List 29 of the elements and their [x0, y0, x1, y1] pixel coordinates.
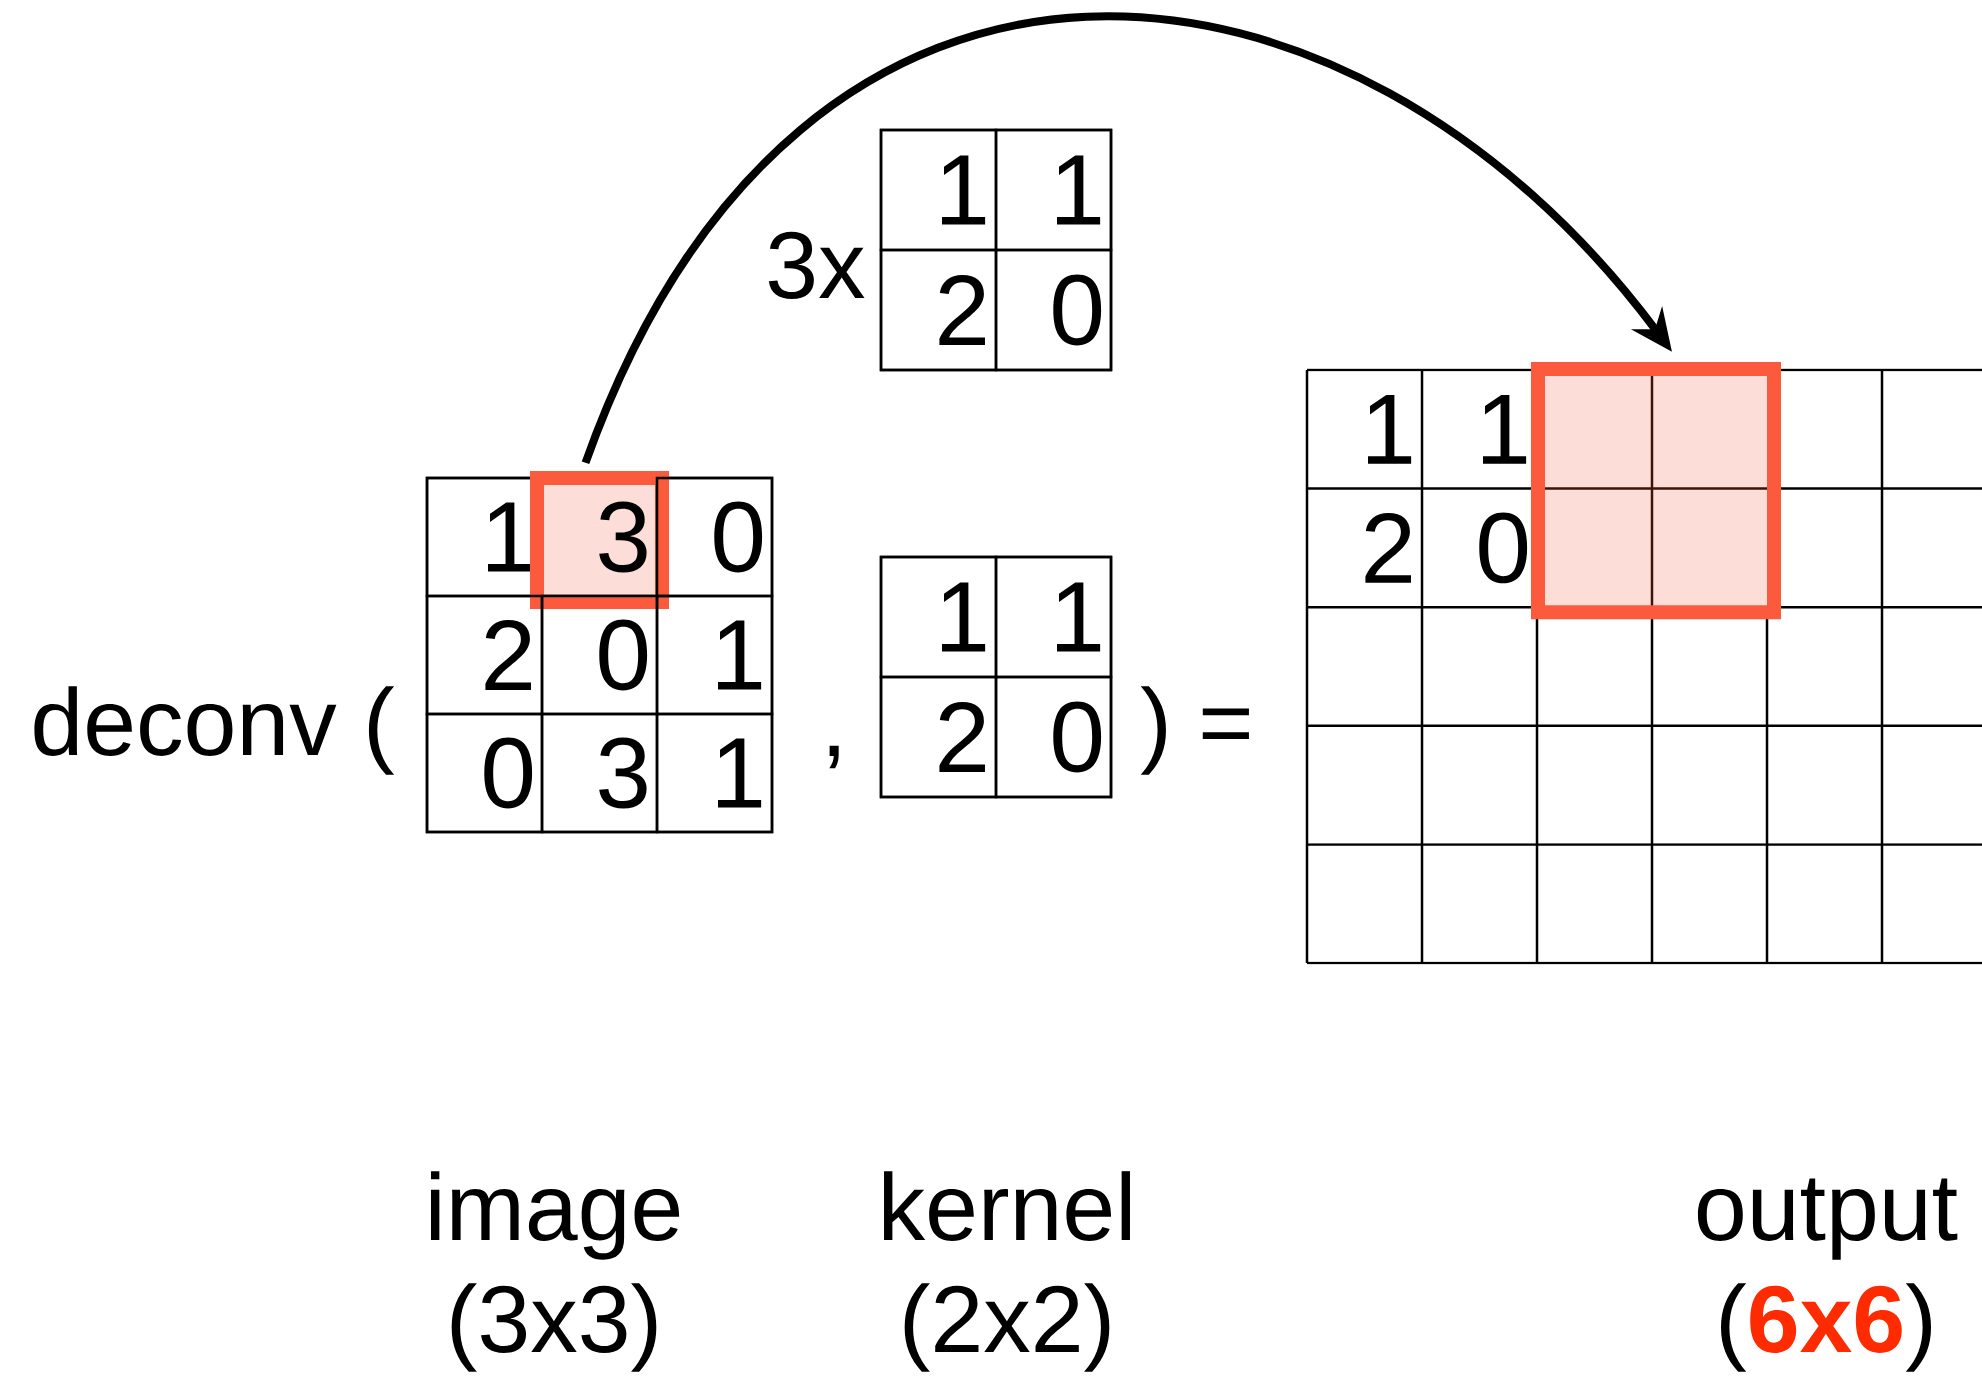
matrix-cell: 1	[994, 555, 1113, 679]
matrix-cell: 1	[655, 712, 774, 834]
operator-text: deconv (	[34, 686, 395, 775]
matrix-cell: 1	[879, 128, 998, 252]
matrix-cell: 2	[425, 594, 544, 716]
comma: ,	[829, 745, 839, 769]
operator-text: ) =	[1140, 686, 1249, 775]
matrix-cell: 3	[540, 712, 659, 834]
matrix-cell: 2	[879, 248, 998, 372]
matrix-cell: 1	[1483, 394, 1527, 464]
matrix-cell: 0	[425, 712, 544, 834]
matrix-cell: 1	[879, 555, 998, 679]
matrix-cell: 0	[994, 248, 1113, 372]
matrix-cell: 0	[1479, 512, 1528, 584]
matrix-cell: 0	[655, 476, 774, 598]
matrix-cell: 2	[879, 675, 998, 799]
multiplier-label: 3x	[768, 231, 865, 299]
highlighted-cell: 3	[530, 471, 669, 609]
matrix-caption: kernel (2x2)	[884, 1171, 1130, 1372]
matrix-cell: 2	[1365, 513, 1411, 583]
matrix-cell: 1	[1368, 394, 1412, 464]
matrix-cell: 1	[655, 594, 774, 716]
matrix-cell: 1	[425, 476, 544, 598]
matrix-cell: 1	[994, 128, 1113, 252]
matrix-caption: image (3x3)	[431, 1171, 680, 1372]
matrix-cell: 0	[994, 675, 1113, 799]
highlighted-region	[1531, 362, 1781, 620]
matrix-cell: 0	[540, 594, 659, 716]
matrix-caption: output (6x6)	[1697, 1178, 1958, 1372]
